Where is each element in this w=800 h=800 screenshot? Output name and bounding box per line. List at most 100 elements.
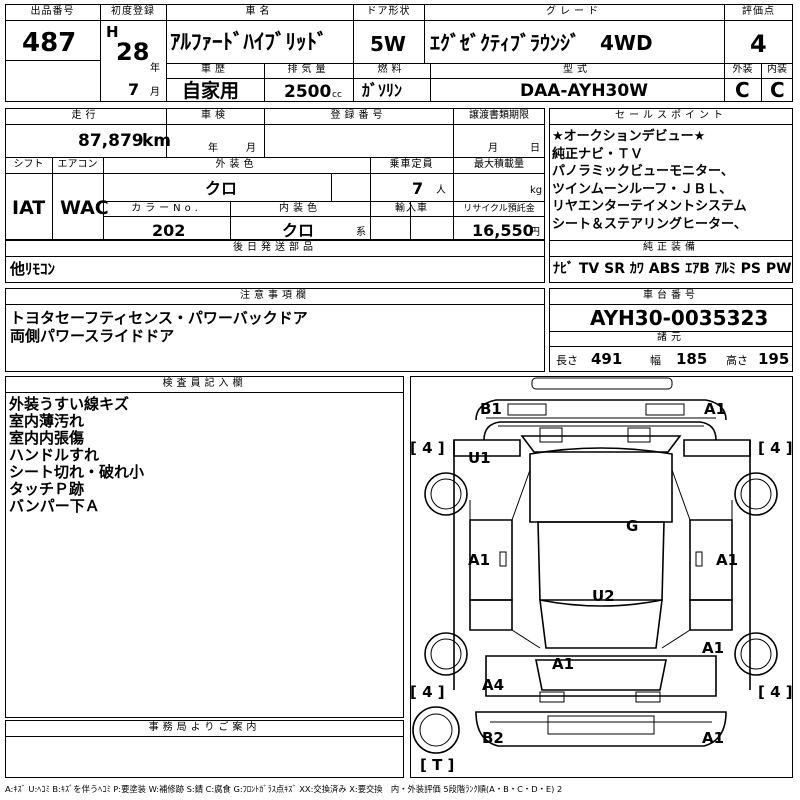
- later-parts: 他ﾘﾓｺﾝ: [10, 260, 56, 278]
- caution-box: [5, 288, 545, 372]
- mark-tire-rr: [ 4 ]: [758, 683, 793, 701]
- mark-a1-rear-bumper: A1: [702, 729, 725, 747]
- divider: [724, 63, 793, 64]
- sales-label: セールスポイント: [615, 110, 727, 121]
- divider: [549, 124, 793, 125]
- first-reg-label: 初度登録: [111, 6, 155, 17]
- capacity: 7: [412, 179, 424, 198]
- divider: [5, 157, 545, 158]
- diagram-box: [410, 376, 793, 778]
- lot-number: 487: [22, 28, 77, 58]
- inspector-line: タッチＰ跡: [9, 480, 85, 498]
- divider: [5, 256, 545, 257]
- model-label: 型式: [563, 64, 591, 75]
- divider: [264, 63, 265, 102]
- divider: [5, 173, 545, 174]
- divider: [410, 201, 411, 240]
- load-label: 最大積載量: [474, 159, 524, 170]
- history: 自家用: [182, 80, 240, 102]
- color-no-label: カラーNo.: [131, 203, 202, 214]
- divider: [5, 20, 793, 21]
- grade: ｴｸﾞｾﾞｸﾃｨﾌﾞﾗｳﾝｼﾞ 4WD: [430, 31, 653, 55]
- score-label: 評価点: [742, 6, 775, 17]
- inspector-line: シート切れ・破れ小: [9, 463, 145, 481]
- divider: [453, 157, 454, 240]
- reg-year-unit: 年: [150, 63, 160, 74]
- transfer-day: 日: [530, 143, 540, 154]
- recycle: 16,550: [472, 221, 534, 240]
- import-label: 輸入車: [395, 203, 428, 214]
- int-color-unit: 系: [356, 227, 366, 238]
- ext-grade: C: [735, 78, 750, 102]
- inspector-line: 外装うすい線キズ: [9, 395, 130, 413]
- divider: [549, 304, 793, 305]
- detail-box: [5, 108, 545, 240]
- inspection-label: 車検: [201, 110, 229, 121]
- mileage-label: 走行: [71, 110, 100, 121]
- color: クロ: [205, 179, 238, 198]
- header-box: [5, 4, 793, 102]
- mark-a1-rear-center: A1: [552, 655, 575, 673]
- divider: [103, 157, 104, 240]
- divider: [370, 157, 371, 201]
- divider: [353, 63, 354, 102]
- history-label: 車歴: [201, 64, 229, 75]
- model: DAA-AYH30W: [520, 81, 648, 101]
- int-grade: C: [770, 78, 785, 102]
- caution-line: 両側パワースライドドア: [10, 327, 175, 345]
- divider: [5, 736, 404, 737]
- sales-box: [549, 108, 793, 283]
- divider: [52, 157, 53, 240]
- int-color-label: 内装色: [279, 203, 321, 214]
- inspection-year: 年: [208, 143, 218, 154]
- shift: IAT: [12, 197, 46, 219]
- mark-u1: U1: [468, 449, 491, 467]
- disp-unit: cc: [332, 90, 342, 100]
- reg-no-label: 登録番号: [330, 110, 387, 121]
- int-color: クロ: [282, 221, 315, 240]
- divider: [264, 108, 265, 157]
- divider: [100, 4, 101, 102]
- reg-year: 28: [116, 38, 150, 66]
- divider: [549, 346, 793, 347]
- displacement: 2500: [284, 82, 332, 102]
- mark-a1-left: A1: [468, 551, 491, 569]
- inspector-line: ハンドルすれ: [9, 446, 100, 464]
- mark-spare: [ T ]: [420, 756, 455, 774]
- spare-tire-icon: [412, 706, 460, 754]
- equip-items: ﾅﾋﾞ TV SR ｶﾜ ABS ｴｱB ｱﾙﾐ PS PW: [553, 261, 792, 277]
- sales-point: シート＆ステアリングヒーター、: [552, 216, 747, 232]
- mileage-unit: km: [142, 131, 172, 151]
- specs-label: 諸元: [657, 332, 685, 343]
- sales-point: リヤエンターテイメントシステム: [552, 199, 747, 214]
- mark-tire-fl: [ 4 ]: [410, 439, 445, 457]
- sales-point: パノラミックビューモニター、: [552, 164, 734, 179]
- divider: [5, 60, 100, 61]
- mark-b1: B1: [480, 400, 502, 418]
- door-type: 5W: [370, 32, 406, 56]
- transfer-month: 月: [488, 143, 498, 154]
- office-box: [5, 720, 404, 778]
- divider: [724, 4, 725, 102]
- legend: A:ｷｽﾞ U:ﾍｺﾐ B:ｷｽﾞを伴うﾍｺﾐ P:要塗装 W:補修跡 S:錆 …: [5, 784, 563, 794]
- equip-label: 純正装備: [643, 242, 699, 253]
- color-label: 外装色: [215, 159, 258, 170]
- sales-points: ★オークションデビュー★ 純正ナビ・ＴＶ パノラミックビューモニター、 ツインム…: [552, 128, 747, 233]
- mark-g: G: [626, 517, 639, 535]
- width-label: 幅: [650, 354, 661, 367]
- mileage: 87,879: [78, 131, 144, 151]
- divider: [453, 108, 454, 157]
- mark-tire-fr: [ 4 ]: [758, 439, 793, 457]
- mark-a1-front-right: A1: [704, 400, 727, 418]
- later-parts-label: 後日発送部品: [233, 242, 317, 253]
- divider: [166, 108, 167, 157]
- recycle-label: リサイクル預託金: [463, 204, 535, 214]
- width: 185: [676, 350, 708, 368]
- mark-a1-rear-right: A1: [702, 639, 725, 657]
- later-parts-box: [5, 240, 545, 283]
- fuel-label: 燃料: [377, 64, 406, 75]
- chassis-label: 車台番号: [643, 290, 699, 301]
- mark-tire-rl: [ 4 ]: [410, 683, 445, 701]
- divider: [5, 304, 545, 305]
- front-left-tire-icon: [424, 472, 468, 516]
